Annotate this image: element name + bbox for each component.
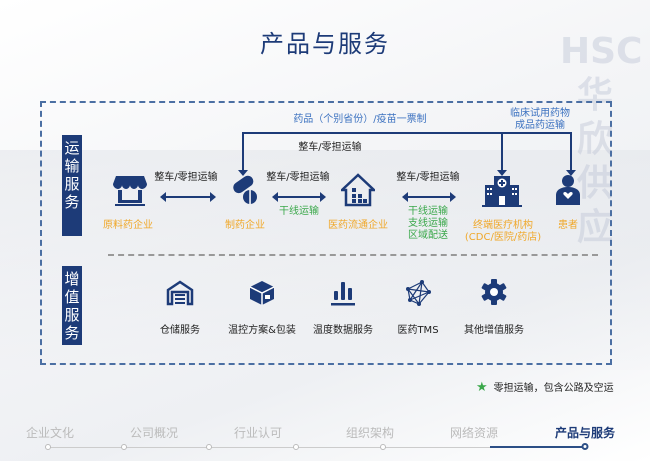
service-label-packaging: 温控方案&包装	[228, 325, 296, 336]
pill-icon	[233, 175, 257, 204]
node-label-pharma: 制药企业	[225, 220, 265, 231]
arrow-label-2: 整车/零担运输	[266, 172, 330, 183]
service-label-tms: 医药TMS	[397, 325, 439, 336]
network-icon	[406, 280, 431, 306]
top-route-label: 整车/零担运输	[298, 142, 362, 153]
bidirectional-arrow-2	[272, 192, 326, 202]
nav-dot-3[interactable]	[206, 444, 212, 450]
distribution-label-1: 干线运输	[408, 206, 448, 217]
arrow-label-1: 整车/零担运输	[154, 172, 218, 183]
down-arrow-hospital	[497, 132, 507, 176]
nav-item-culture[interactable]: 企业文化	[25, 426, 75, 440]
footnote: ★ 零担运输，包含公路及空运	[476, 379, 614, 395]
nav-track-active	[490, 446, 582, 448]
shop-icon	[113, 176, 147, 206]
nav-dot-5[interactable]	[380, 444, 386, 450]
service-label-other: 其他增值服务	[464, 325, 524, 336]
storage-icon	[166, 280, 194, 306]
gear-icon	[481, 279, 507, 305]
nav-dot-2[interactable]	[121, 444, 127, 450]
nav-dot-6-active[interactable]	[581, 443, 589, 450]
nav-item-recognition[interactable]: 行业认可	[233, 426, 283, 440]
footnote-text: 零担运输，包含公路及空运	[493, 383, 614, 394]
node-label-distributor: 医药流通企业	[328, 220, 388, 231]
service-label-storage: 仓储服务	[160, 325, 200, 336]
nav-dot-4[interactable]	[293, 444, 299, 450]
service-label-temperature-data: 温度数据服务	[313, 325, 373, 336]
section-divider	[108, 254, 598, 256]
node-label-raw-material: 原料药企业	[103, 220, 153, 231]
distribution-label-2: 支线运输	[408, 218, 448, 229]
down-arrow-patient	[566, 132, 576, 176]
bar-chart-icon	[331, 282, 355, 306]
node-label-patient: 患者	[558, 220, 578, 231]
nav-item-organization[interactable]: 组织架构	[345, 426, 395, 440]
hospital-icon	[482, 176, 522, 207]
trunk-label: 干线运输	[279, 206, 319, 217]
top-route-line	[242, 132, 572, 134]
clinical-label-2: 成品药运输	[515, 120, 565, 131]
node-label-terminal: 终端医疗机构	[473, 220, 533, 231]
distribution-label-3: 区域配送	[408, 230, 448, 241]
node-label-terminal-sub: (CDC/医院/药店)	[464, 232, 542, 243]
page-title: 产品与服务	[260, 30, 390, 58]
patient-icon	[556, 175, 580, 205]
down-arrow-pharma	[238, 132, 248, 176]
transport-side-label: 运输服务	[62, 135, 82, 236]
background-building	[0, 150, 650, 370]
nav-item-products[interactable]: 产品与服务	[554, 426, 616, 440]
nav-item-network[interactable]: 网络资源	[449, 426, 499, 440]
clinical-label-1: 临床试用药物	[510, 108, 570, 119]
nav-track	[48, 447, 584, 448]
value-added-side-label: 增值服务	[62, 266, 82, 345]
arrow-label-3: 整车/零担运输	[396, 172, 460, 183]
package-icon	[249, 281, 275, 305]
bidirectional-arrow-1	[160, 192, 216, 202]
services-frame	[40, 101, 612, 365]
bidirectional-arrow-3	[402, 192, 456, 202]
one-ticket-label: 药品（个别省份）/疫苗一票制	[293, 114, 427, 125]
warehouse-home-icon	[341, 173, 375, 207]
star-icon: ★	[476, 380, 488, 395]
nav-item-overview[interactable]: 公司概况	[129, 426, 179, 440]
nav-dot-1[interactable]	[45, 444, 51, 450]
